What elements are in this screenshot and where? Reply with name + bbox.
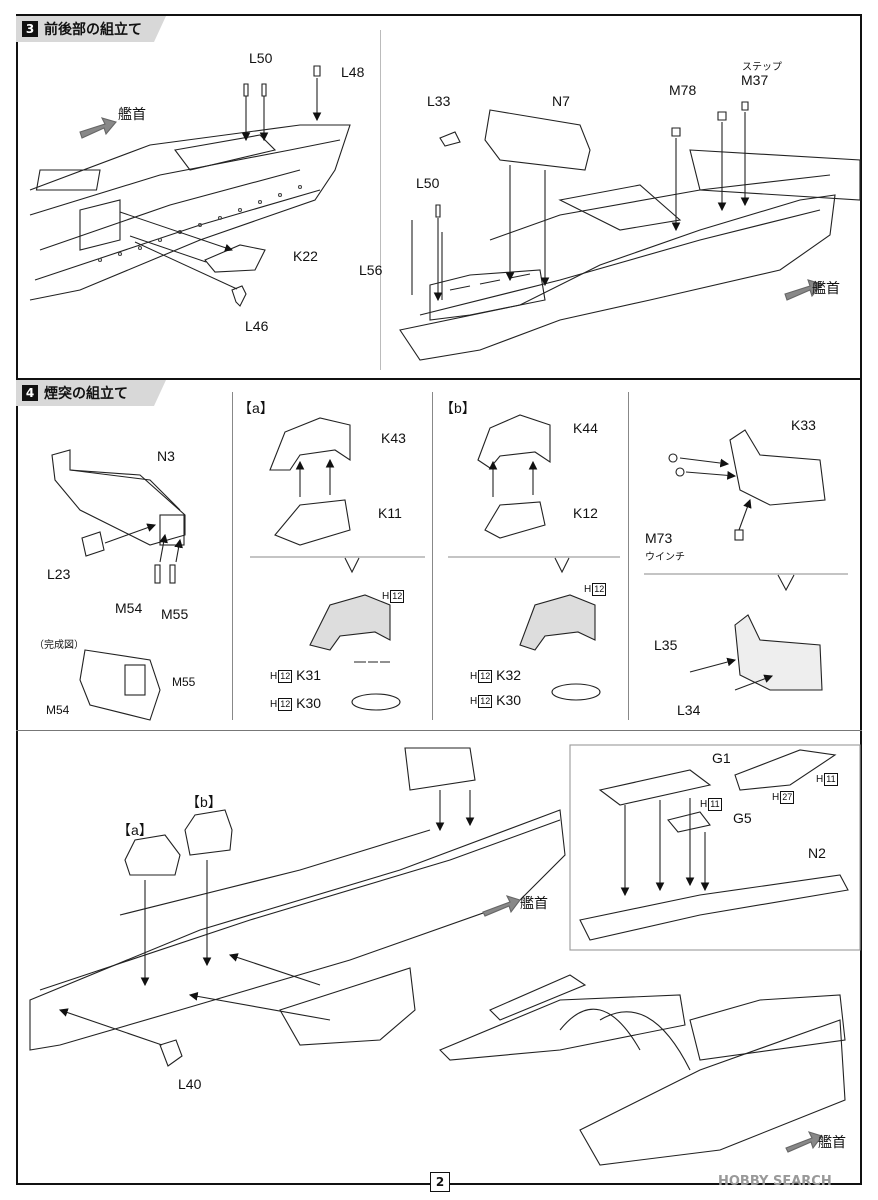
step3-right-hull [399, 149, 861, 361]
boats-assembly [579, 749, 849, 941]
divider-step3-middle [380, 30, 381, 370]
step3-header-front: 3 前後部の組立て [22, 18, 142, 40]
label-n3: N3 [157, 448, 175, 464]
part-n3 [51, 449, 186, 546]
label-k12: K12 [573, 505, 598, 521]
tag-bottom-a: 【a】 [117, 822, 153, 838]
step4-lower-divider [16, 730, 862, 731]
completed-n3 [79, 649, 161, 721]
divider-step4-a [232, 392, 233, 720]
part-l46 [231, 285, 247, 307]
part-l50-pins [241, 83, 269, 142]
label-l50-right: L50 [416, 175, 440, 191]
bottom-right-assembly [439, 974, 846, 1166]
label-m73: M73 [645, 530, 673, 546]
label-n7: N7 [552, 93, 570, 109]
part-n7 [484, 109, 591, 171]
bottom-hull [29, 747, 566, 1051]
label-m55-completed: M55 [172, 675, 196, 689]
label-m78: M78 [669, 82, 697, 98]
label-g5: G5 [733, 810, 752, 826]
funnel-a [269, 417, 401, 711]
label-l46: L46 [245, 318, 269, 334]
label-bow-bottom-right: 艦首 [818, 1134, 846, 1150]
label-l33: L33 [427, 93, 451, 109]
part-k22 [204, 244, 266, 273]
label-k44: K44 [573, 420, 598, 436]
step4-number-badge: 4 [22, 385, 38, 401]
step4-header-bg [16, 380, 166, 406]
label-l23: L23 [47, 566, 71, 582]
label-n2: N2 [808, 845, 826, 861]
step4-title-text: 煙突の組立て [44, 386, 128, 402]
label-k43: K43 [381, 430, 406, 446]
label-l34: L34 [677, 702, 701, 718]
step4-header: 4 煙突の組立て [22, 382, 128, 404]
part-k33 [668, 429, 826, 691]
part-l40 [159, 1039, 183, 1067]
bottom-funnels [124, 809, 233, 876]
step-divider-3-4 [16, 378, 862, 380]
page-number: 2 [430, 1172, 450, 1192]
tag-b: 【b】 [440, 400, 476, 416]
label-m37: M37 [741, 72, 769, 88]
funnel-b [477, 414, 601, 701]
label-l50-left: L50 [249, 50, 273, 66]
label-m37-note: ステップ [742, 62, 782, 73]
divider-step4-b [432, 392, 433, 720]
label-k11: K11 [378, 505, 402, 521]
tag-a: 【a】 [238, 400, 274, 416]
label-l48: L48 [341, 64, 365, 80]
part-l33 [439, 131, 461, 147]
label-l40: L40 [178, 1076, 202, 1092]
label-bow-step3-left: 艦首 [118, 106, 146, 122]
step3-left-hull [29, 124, 351, 301]
step3-number-badge: 3 [22, 21, 38, 37]
watermark-logo: HOBBY SEARCH [718, 1174, 832, 1189]
label-bow-step3-right: 艦首 [812, 280, 840, 296]
label-bow-bottom-left: 艦首 [520, 895, 548, 911]
part-l23 [81, 531, 105, 557]
step3-title-text: 前後部の組立て [44, 22, 142, 38]
label-m54-completed: M54 [46, 703, 70, 717]
label-completed-note: （完成図） [34, 640, 84, 651]
label-m54: M54 [115, 600, 143, 616]
divider-step4-c [628, 392, 629, 720]
label-g1: G1 [712, 750, 731, 766]
step3-header-bg [16, 16, 166, 42]
label-m55: M55 [161, 606, 189, 622]
label-l35: L35 [654, 637, 678, 653]
label-k33: K33 [791, 417, 816, 433]
label-m73-note: ウインチ [645, 552, 685, 563]
tag-bottom-b: 【b】 [186, 794, 222, 810]
part-l48 [313, 65, 321, 77]
label-l56: L56 [359, 262, 383, 278]
label-k22: K22 [293, 248, 318, 264]
